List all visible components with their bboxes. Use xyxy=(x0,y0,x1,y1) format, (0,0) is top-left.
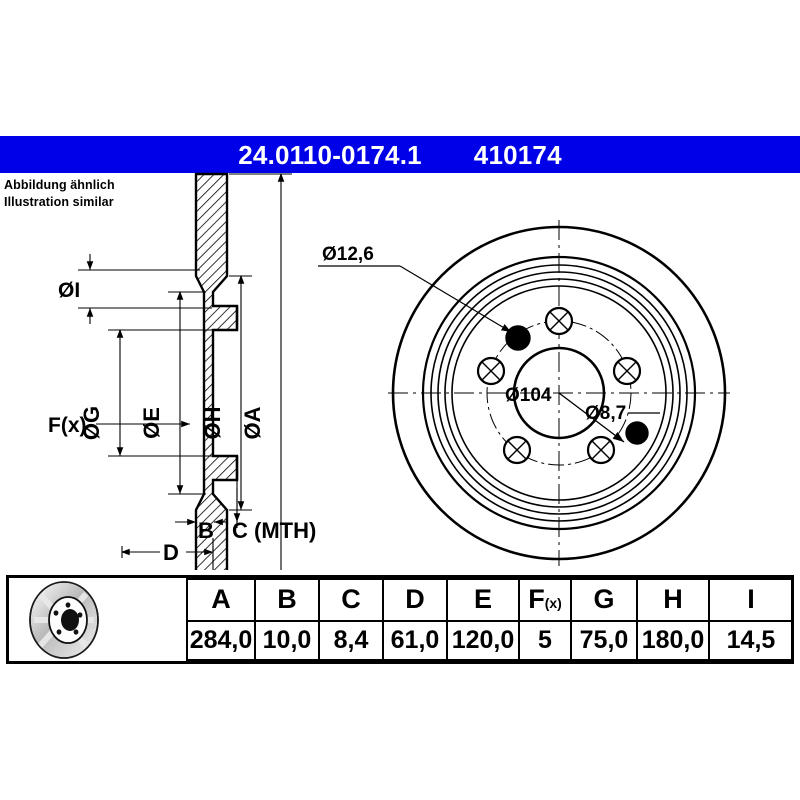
table-header-row: A B C D E F(x) G H I xyxy=(9,578,794,660)
technical-drawing: ØI ØG ØE ØH ØA F(x) B C (MTH) D xyxy=(0,170,800,614)
bolt-hole xyxy=(612,356,642,386)
part-number: 24.0110-0174.1 xyxy=(238,139,422,170)
header-e: E xyxy=(446,578,520,622)
label-dia-h: ØH xyxy=(200,407,225,440)
hub-bore xyxy=(512,346,606,440)
spec-table-grid: A B C D E F(x) G H I 284,0 10,0 8,4 61,0… xyxy=(9,578,794,662)
label-f-x: F(x) xyxy=(48,414,87,437)
value-i: 14,5 xyxy=(708,619,794,662)
bolt-hole xyxy=(586,435,616,465)
part-header-bar: 24.0110-0174.1 410174 xyxy=(0,136,800,173)
annotation-dia-12-6: Ø12,6 xyxy=(322,244,374,265)
specification-table: A B C D E F(x) G H I 284,0 10,0 8,4 61,0… xyxy=(6,575,794,664)
label-dim-b: B xyxy=(198,518,214,543)
note-line-english: Illustration similar xyxy=(4,195,114,210)
header-c: C xyxy=(318,578,384,622)
label-dia-e: ØE xyxy=(139,407,164,439)
disc-rings xyxy=(391,225,727,561)
front-view: Ø12,6 Ø104 Ø8,7 xyxy=(318,220,730,566)
cross-section-view xyxy=(194,172,239,614)
drawing-svg: ØI ØG ØE ØH ØA F(x) B C (MTH) D xyxy=(48,172,730,614)
header-g: G xyxy=(570,578,638,622)
value-h: 180,0 xyxy=(636,619,710,662)
annotation-dia-104: Ø104 xyxy=(505,385,552,406)
header-a: A xyxy=(186,578,256,622)
value-g: 75,0 xyxy=(570,619,638,662)
header-fx-main: F xyxy=(528,584,545,615)
leader-dia-12-6 xyxy=(318,265,512,333)
annotation-dia-8-7: Ø8,7 xyxy=(585,403,626,424)
label-dim-c: C (MTH) xyxy=(232,518,316,543)
brake-disc-thumbnail-icon xyxy=(29,580,99,659)
value-e: 120,0 xyxy=(446,619,520,662)
value-fx: 5 xyxy=(518,619,572,662)
header-fx: F(x) xyxy=(518,578,572,622)
illustration-similar-note: Abbildung ähnlich Illustration similar xyxy=(4,177,115,212)
value-a: 284,0 xyxy=(186,619,256,662)
label-dia-i: ØI xyxy=(58,279,80,302)
section-profile xyxy=(194,172,239,614)
header-b: B xyxy=(254,578,320,622)
label-dia-a: ØA xyxy=(240,406,265,439)
bolt-hole xyxy=(502,435,532,465)
header-fx-sub: (x) xyxy=(544,595,562,612)
bolt-hole xyxy=(544,306,574,336)
value-b: 10,0 xyxy=(254,619,320,662)
header-h: H xyxy=(636,578,710,622)
header-i: I xyxy=(708,578,794,622)
label-dim-d: D xyxy=(163,540,179,565)
header-d: D xyxy=(382,578,448,622)
leader-dia-104 xyxy=(558,392,625,443)
value-d: 61,0 xyxy=(382,619,448,662)
label-dia-g: ØG xyxy=(79,406,104,440)
threaded-holes xyxy=(505,325,649,445)
value-c: 8,4 xyxy=(318,619,384,662)
table-value-row: 284,0 10,0 8,4 61,0 120,0 5 75,0 180,0 1… xyxy=(9,619,794,662)
section-dimensions xyxy=(78,172,292,613)
article-number: 410174 xyxy=(473,139,562,170)
note-line-german: Abbildung ähnlich xyxy=(4,178,115,192)
disc-thumbnail-cell xyxy=(9,579,188,660)
bolt-hole xyxy=(476,356,506,386)
bolt-holes xyxy=(476,306,642,465)
